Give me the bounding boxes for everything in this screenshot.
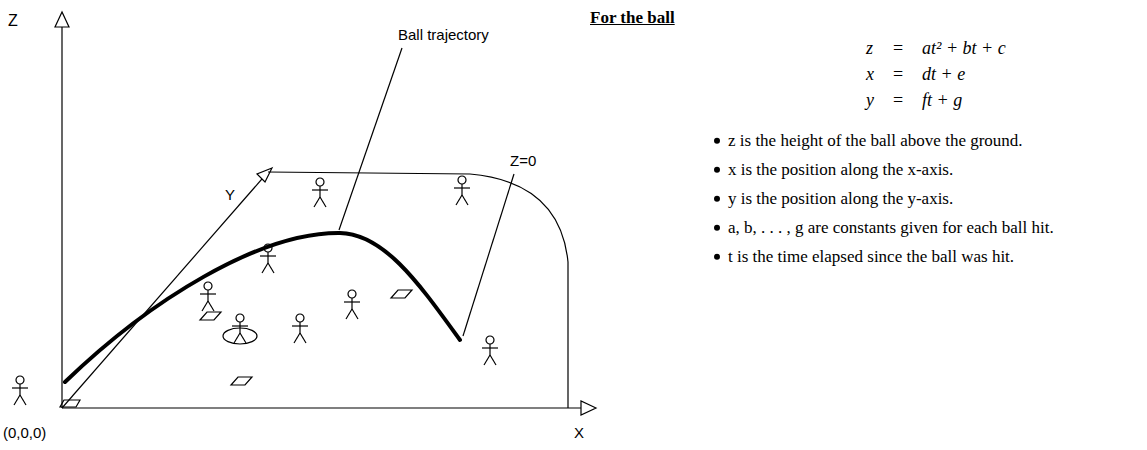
base [200,312,221,320]
y-arrowhead [257,168,272,182]
x-axis [62,407,582,408]
base [391,290,412,298]
stick-figure [292,314,308,343]
section-title: For the ball [590,8,675,28]
x-arrowhead [581,401,596,415]
equation-expression: dt + e [922,64,965,85]
callout-label: Ball trajectory [398,26,489,43]
stick-figure [312,178,328,207]
bullet-text: t is the time elapsed since the ball was… [728,247,1014,267]
bullet-text: x is the position along the x-axis. [728,160,953,180]
equation-variable: y [866,90,874,111]
bullet-dot [714,225,720,231]
players [12,176,498,405]
bullet-marks [714,138,720,260]
base [231,377,252,385]
field-outline [268,172,568,408]
z-axis [61,26,62,408]
axis-label: Y [225,186,235,203]
home-plate [60,400,80,407]
ball-trajectory [65,233,460,382]
axis-label: X [574,424,584,441]
axis-label: Z [8,12,18,30]
bullet-text: a, b, . . . , g are constants given for … [728,218,1054,238]
leader-line [463,174,514,336]
stick-figure [344,290,360,319]
stick-figure [260,244,276,273]
stick-figure [454,176,470,205]
bullet-text: z is the height of the ball above the gr… [728,131,1023,151]
bullet-dot [714,138,720,144]
equation-sign: = [893,64,903,85]
stick-figure [12,376,28,405]
bullet-text: y is the position along the y-axis. [728,189,953,209]
stick-figure [482,336,498,365]
equation-sign: = [893,38,903,59]
y-axis [62,172,268,408]
z-arrowhead [55,12,69,27]
bullet-dot [714,196,720,202]
equation-variable: x [866,64,874,85]
equation-variable: z [866,38,873,59]
equation-expression: ft + g [922,90,962,111]
equation-sign: = [893,90,903,111]
bullet-dot [714,167,720,173]
origin-label: (0,0,0) [3,424,46,441]
leader-line [339,48,402,230]
callout-label: Z=0 [510,152,536,169]
bullet-dot [714,254,720,260]
stick-figure [232,314,248,343]
stick-figure [200,282,216,311]
equation-expression: at² + bt + c [922,38,1006,59]
